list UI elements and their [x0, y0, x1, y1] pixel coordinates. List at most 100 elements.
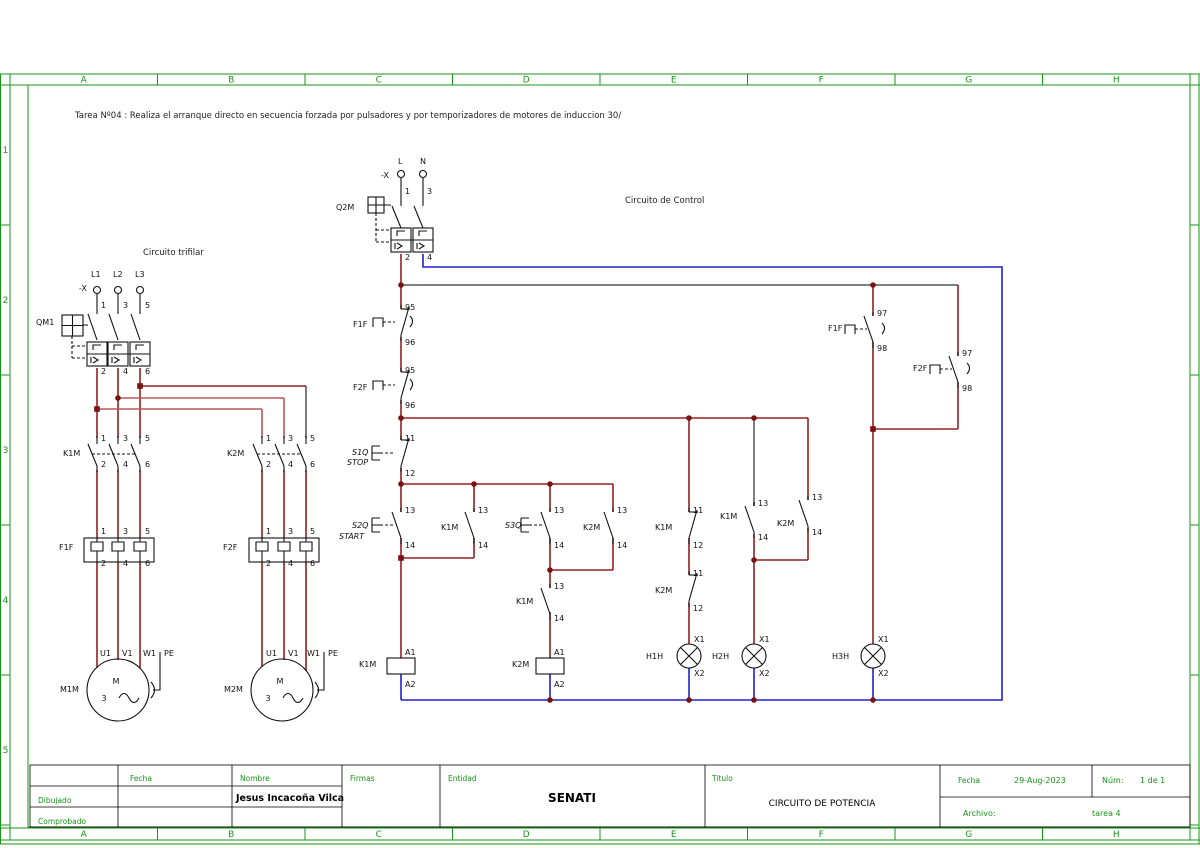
schematic-label: 13 [405, 506, 415, 515]
schematic-label: 13 [812, 493, 822, 502]
schematic-label: V1 [288, 649, 299, 658]
schematic-label: 14 [478, 541, 488, 550]
m1m-motor[interactable] [86, 652, 161, 722]
schematic-label: X2 [694, 669, 705, 678]
k1m-power-pole[interactable] [130, 436, 141, 472]
k1m-nc-contact[interactable] [688, 508, 698, 544]
comprobado-label: Comprobado [38, 817, 87, 826]
schematic-label: 14 [554, 614, 564, 623]
k1m-aux-contact[interactable] [464, 508, 475, 544]
grid-letter: A [81, 830, 88, 840]
schematic-label: -X [381, 171, 389, 180]
schematic-label: N [420, 157, 426, 166]
schematic-label: 14 [812, 528, 822, 537]
k2m-coil[interactable] [535, 657, 565, 675]
s1q-stop-contact[interactable] [371, 436, 410, 472]
power-section-title: Circuito trifilar [143, 248, 204, 258]
schematic-label: 6 [145, 367, 150, 376]
schematic-label: 3 [288, 527, 293, 536]
schematic-label: S2Q [352, 521, 368, 530]
titulo-value: CIRCUITO DE POTENCIA [769, 799, 877, 809]
schematic-label: 11 [405, 434, 415, 443]
schematic-label: L1 [91, 270, 101, 279]
schematic-label: 5 [145, 527, 150, 536]
qm1-breaker[interactable] [61, 294, 151, 367]
k1m-power-pole[interactable] [108, 436, 119, 472]
schematic-label: 6 [145, 559, 150, 568]
schematic-label: 5 [310, 434, 315, 443]
schematic-label: S3Q [505, 521, 521, 530]
schematic-label: 14 [554, 541, 564, 550]
schematic-label: 96 [405, 401, 415, 410]
num-label: Núm: [1102, 776, 1124, 785]
grid-letter: E [671, 830, 677, 840]
grid-letter: C [376, 830, 382, 840]
schematic-label: 13 [758, 499, 768, 508]
schematic-label: 12 [405, 469, 415, 478]
grid-letter: F [819, 830, 824, 840]
archivo-label: Archivo: [963, 809, 996, 818]
schematic-label: 97 [877, 309, 887, 318]
schematic-label: H1H [646, 652, 663, 661]
control-section-title: Circuito de Control [625, 196, 704, 206]
k1m-lamp-contact[interactable] [744, 502, 755, 538]
grid-letter: B [228, 76, 234, 86]
schematic-label: K2M [227, 449, 244, 458]
k2m-aux-contact[interactable] [603, 508, 614, 544]
schematic-label: K2M [512, 660, 529, 669]
terminal-circle [396, 169, 406, 179]
schematic-label: K1M [359, 660, 376, 669]
grid-number: 3 [3, 446, 9, 456]
schematic-label: A2 [554, 680, 565, 689]
f2f-overload-power[interactable] [248, 537, 320, 563]
grid-number: 1 [3, 146, 9, 156]
grid-letter: H [1113, 76, 1120, 86]
firmas-label: Firmas [350, 774, 375, 783]
schematic-label: START [339, 532, 365, 541]
k1m-coil[interactable] [386, 657, 416, 675]
schematic-label: 14 [617, 541, 627, 550]
schematic-label: F2F [353, 383, 368, 392]
schematic-label: 11 [693, 569, 703, 578]
schematic-label: 5 [145, 301, 150, 310]
schematic-label: PE [164, 649, 174, 658]
k2m-power-pole[interactable] [252, 436, 263, 472]
k1m-power-pole[interactable] [87, 436, 98, 472]
schematic-label: 3 [427, 187, 432, 196]
entidad-label: Entidad [448, 774, 477, 783]
k1m-series-contact[interactable] [540, 584, 551, 620]
fecha-value: 29-Aug-2023 [1014, 776, 1066, 785]
schematic-label: 13 [554, 582, 564, 591]
schematic-label: M1M [60, 685, 79, 694]
k2m-power-pole[interactable] [274, 436, 285, 472]
q2m-breaker[interactable] [367, 178, 434, 253]
schematic-label: 4 [288, 460, 293, 469]
grid-number: 4 [3, 596, 9, 606]
h1h-lamp[interactable] [676, 643, 702, 669]
schematic-label: K1M [441, 523, 458, 532]
f2f-no-contact[interactable] [929, 352, 971, 388]
nombre-label: Nombre [240, 774, 270, 783]
s3q-start2-contact[interactable] [520, 508, 551, 544]
f2f-nc-contact[interactable] [372, 368, 414, 404]
s2q-start-contact[interactable] [371, 508, 402, 544]
k2m-nc-contact[interactable] [688, 571, 698, 607]
k2m-power-pole[interactable] [296, 436, 307, 472]
fecha2-label: Fecha [958, 776, 980, 785]
m2m-motor[interactable] [250, 652, 325, 722]
terminal-circle [135, 285, 145, 295]
h2h-lamp[interactable] [741, 643, 767, 669]
h3h-lamp[interactable] [860, 643, 886, 669]
f1f-no-contact[interactable] [844, 312, 886, 348]
grid-number: 5 [3, 746, 9, 756]
schematic-label: K1M [720, 512, 737, 521]
schematic-label: 2 [405, 253, 410, 262]
fecha-label: Fecha [130, 774, 152, 783]
schematic-label: 4 [288, 559, 293, 568]
schematic-label: 4 [123, 460, 128, 469]
grid-letter: B [228, 830, 234, 840]
f1f-overload-power[interactable] [83, 537, 155, 563]
f1f-nc-contact[interactable] [372, 305, 414, 341]
k2m-lamp-contact[interactable] [798, 496, 809, 532]
schematic-label: 98 [877, 344, 887, 353]
